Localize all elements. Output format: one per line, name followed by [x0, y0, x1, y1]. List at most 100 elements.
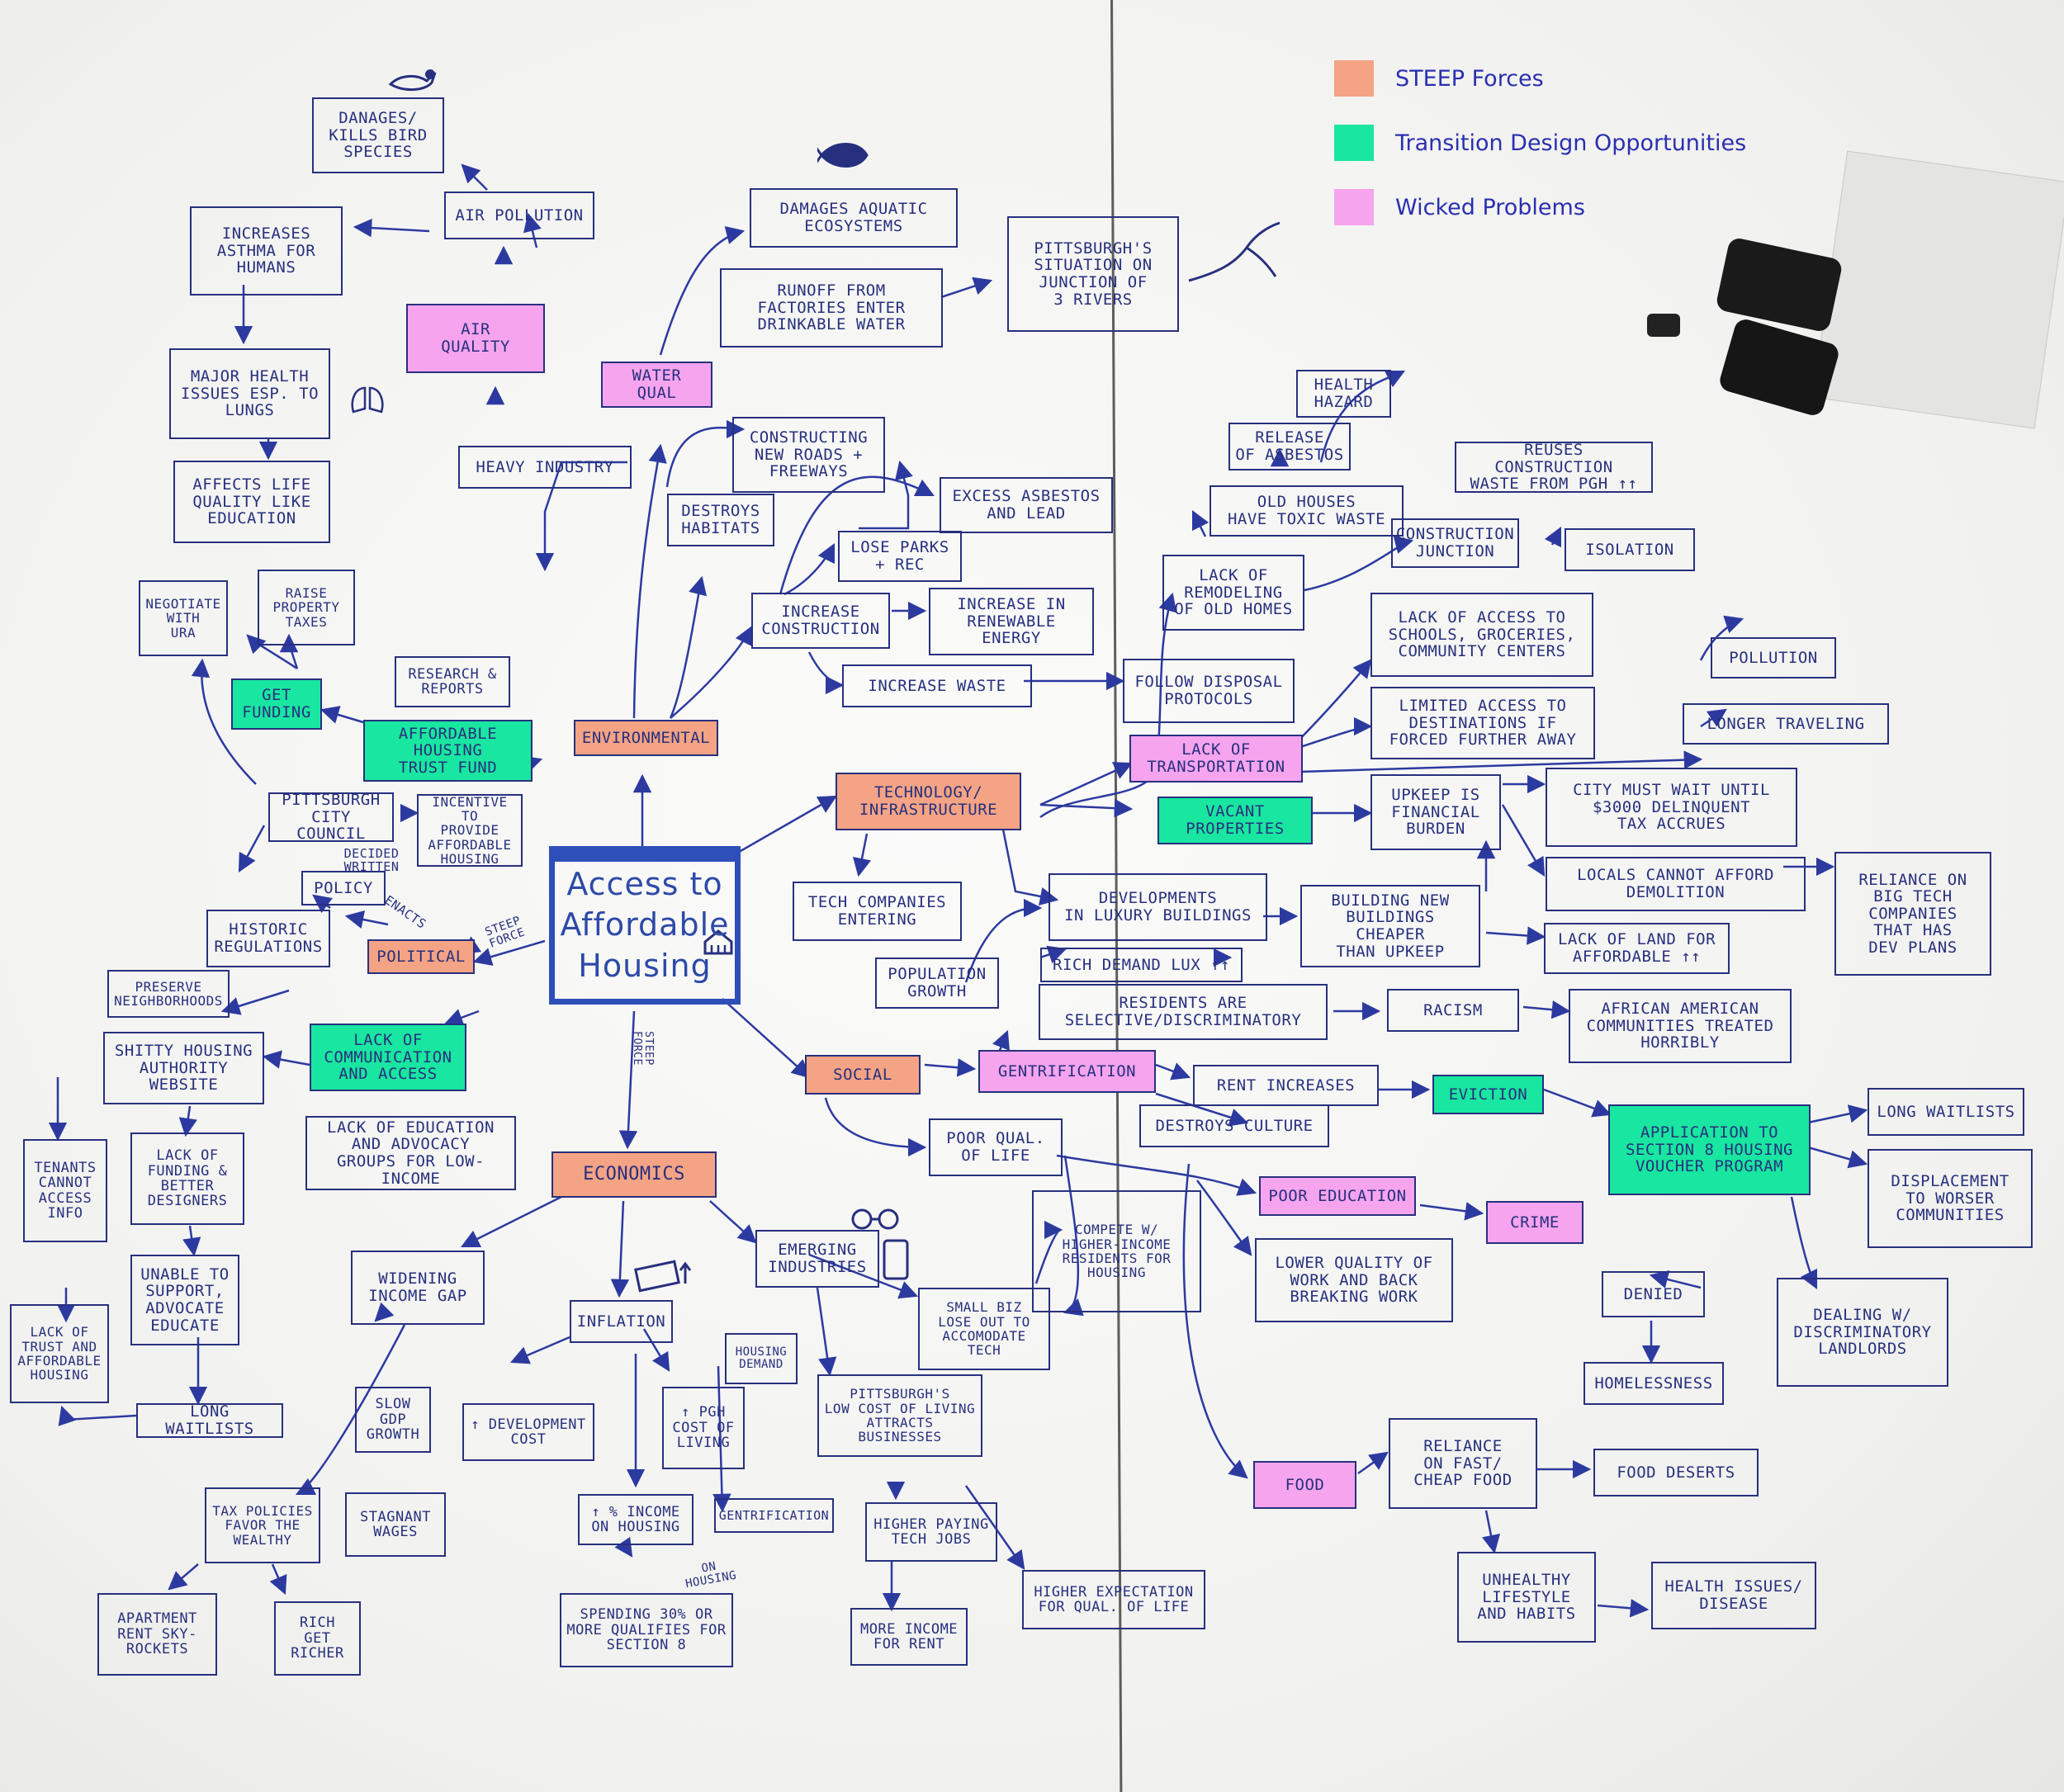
diagram-node: Lack of Communication and Access	[310, 1024, 466, 1091]
fish-doodle-icon	[817, 143, 869, 168]
central-topic-node: Access to Affordable Housing	[549, 846, 741, 1005]
diagram-node: Lower Quality of Work and Back Breaking …	[1255, 1238, 1453, 1322]
diagram-node: Danages/ Kills Bird Species	[312, 97, 444, 173]
diagram-node: Preserve Neighborhoods	[107, 970, 230, 1018]
diagram-node: African American Communities Treated Hor…	[1569, 989, 1792, 1063]
diagram-node: Damages Aquatic Ecosystems	[750, 188, 958, 248]
legend-swatch	[1334, 189, 1374, 225]
diagram-node: Isolation	[1565, 528, 1695, 571]
diagram-node: Food	[1253, 1461, 1356, 1509]
diagram-node: Pittsburgh's Low Cost of Living Attracts…	[817, 1374, 982, 1457]
diagram-node: Stagnant Wages	[345, 1492, 446, 1557]
diagram-node: Negotiate with URA	[139, 580, 228, 656]
diagram-node: Limited Access to Destinations if Forced…	[1370, 687, 1595, 759]
diagram-node: Building New Buildings Cheaper Than Upke…	[1300, 885, 1480, 967]
legend-transition-design: Transition Design Opportunities	[1334, 124, 1746, 162]
diagram-node: Increase in Renewable Energy	[929, 588, 1094, 655]
diagram-node: Poor Qual. of Life	[929, 1118, 1063, 1176]
diagram-node: Longer Traveling	[1683, 703, 1889, 745]
diagram-node: Compete w/ Higher-Income Residents for H…	[1032, 1190, 1201, 1312]
diagram-node: Higher Expectation for Qual. of Life	[1022, 1570, 1205, 1629]
diagram-node: ↑ PGH Cost of Living	[662, 1387, 745, 1469]
diagram-node: Economics	[552, 1151, 717, 1198]
diagram-node: Emerging Industries	[755, 1230, 879, 1288]
diagram-node: Residents are Selective/Discriminatory	[1039, 984, 1328, 1040]
diagram-node: Rent Increases	[1193, 1065, 1379, 1106]
diagram-node: Heavy Industry	[458, 446, 632, 489]
diagram-node: Unable to Support, Advocate Educate	[130, 1255, 239, 1345]
diagram-node: Lack of Trust and Affordable Housing	[10, 1304, 109, 1403]
diagram-node: Displacement to Worser Communities	[1868, 1149, 2033, 1248]
diagram-node: Air Pollution	[444, 191, 594, 239]
diagram-node: Lack of Funding & Better Designers	[130, 1132, 244, 1225]
diagram-node: Health Issues/ Disease	[1651, 1562, 1816, 1629]
diagram-node: Eviction	[1432, 1075, 1544, 1114]
diagram-node: Racism	[1387, 989, 1519, 1032]
phone-doodle-icon	[883, 1239, 909, 1280]
diagram-node: Old Houses Have Toxic Waste	[1210, 485, 1404, 537]
diagram-node: Destroys Culture	[1139, 1104, 1329, 1147]
diagram-node: Incentive to Provide Affordable Housing	[417, 794, 523, 867]
legend-label: Wicked Problems	[1395, 194, 1585, 220]
diagram-node: Vacant Properties	[1157, 797, 1313, 844]
diagram-node: Locals Cannot Afford Demolition	[1546, 857, 1806, 911]
money-doodle-icon	[634, 1260, 692, 1293]
diagram-node: Small Biz Lose Out to Accomodate Tech	[918, 1288, 1050, 1370]
diagram-node: Technology/ Infrastructure	[836, 773, 1021, 830]
lungs-doodle-icon	[351, 386, 384, 414]
diagram-node: More Income for Rent	[850, 1608, 968, 1666]
paper-sheet-image	[1812, 150, 2064, 429]
diagram-node: Slow GDP Growth	[355, 1387, 431, 1453]
diagram-node: City Must Wait Until $3000 Delinquent Ta…	[1546, 768, 1797, 847]
diagram-node: Reuses Construction Waste from Pgh ↑↑	[1455, 442, 1653, 493]
diagram-node: Spending 30% or More Qualifies for Secti…	[560, 1593, 733, 1667]
diagram-node: ↑ Development Cost	[462, 1403, 594, 1461]
diagram-node: Reliance on Big Tech Companies That Has …	[1834, 852, 1991, 976]
house-doodle-icon	[703, 929, 733, 955]
diagram-node: Lack of Transportation	[1129, 735, 1303, 783]
diagram-node: Unhealthy Lifestyle and Habits	[1457, 1552, 1596, 1643]
diagram-node: Rich Demand Lux ↑↑	[1040, 948, 1243, 982]
diagram-node: Runoff from Factories enter Drinkable Wa…	[720, 268, 943, 348]
diagram-node: Historic Regulations	[206, 910, 330, 967]
diagram-node: Destroys Habitats	[667, 494, 774, 546]
diagram-node: Research & Reports	[395, 656, 510, 707]
diagram-node: Rich Get Richer	[274, 1601, 361, 1676]
diagram-node: Lack of Remodeling of Old Homes	[1162, 555, 1304, 631]
diagram-node: Health Hazard	[1296, 370, 1391, 418]
diagram-node: Lack of Land for Affordable ↑↑	[1544, 923, 1730, 974]
diagram-node: Raise Property Taxes	[258, 570, 355, 645]
diagram-node: Apartment Rent Sky- Rockets	[97, 1593, 217, 1676]
diagram-node: ↑ % Income on Housing	[578, 1494, 694, 1545]
diagram-node: Gentrification	[978, 1050, 1156, 1093]
diagram-node: Long Waitlists	[136, 1403, 283, 1438]
diagram-node: Release of Asbestos	[1228, 423, 1351, 470]
diagram-node: Tech Companies Entering	[793, 882, 962, 941]
diagram-node: Construction Junction	[1391, 518, 1519, 568]
diagram-node: Lack of Access to Schools, Groceries, Co…	[1370, 593, 1593, 677]
diagram-node: Developments in Luxury Buildings	[1049, 873, 1267, 941]
legend-swatch	[1334, 60, 1374, 97]
diagram-node: Affects Life Quality Like Education	[173, 461, 330, 543]
diagram-label: Decided Written	[343, 845, 400, 874]
diagram-node: Increases Asthma for Humans	[190, 206, 343, 296]
legend-label: STEEP Forces	[1395, 65, 1544, 92]
diagram-node: Affordable Housing Trust Fund	[363, 720, 533, 782]
diagram-node: Increase Construction	[751, 593, 890, 649]
diagram-label: Steep Force	[631, 1031, 656, 1066]
diagram-node: Dealing w/ Discriminatory Landlords	[1777, 1278, 1948, 1387]
diagram-node: Inflation	[570, 1300, 673, 1343]
diagram-node: Tenants Cannot Access Info	[23, 1139, 107, 1242]
legend-swatch	[1334, 125, 1374, 161]
diagram-node: Increase Waste	[842, 664, 1032, 707]
diagram-node: Constructing New Roads + Freeways	[732, 417, 885, 493]
diagram-node: Pittsburgh's Situation on Junction of 3 …	[1007, 216, 1179, 332]
diagram-node: Follow Disposal Protocols	[1123, 659, 1295, 723]
diagram-node: Upkeep is Financial Burden	[1370, 774, 1501, 850]
diagram-node: Air Quality	[406, 304, 545, 373]
diagram-node: Major Health Issues esp. to Lungs	[169, 348, 330, 439]
diagram-node: Food Deserts	[1593, 1449, 1759, 1496]
diagram-node: Tax Policies Favor the Wealthy	[205, 1487, 320, 1563]
